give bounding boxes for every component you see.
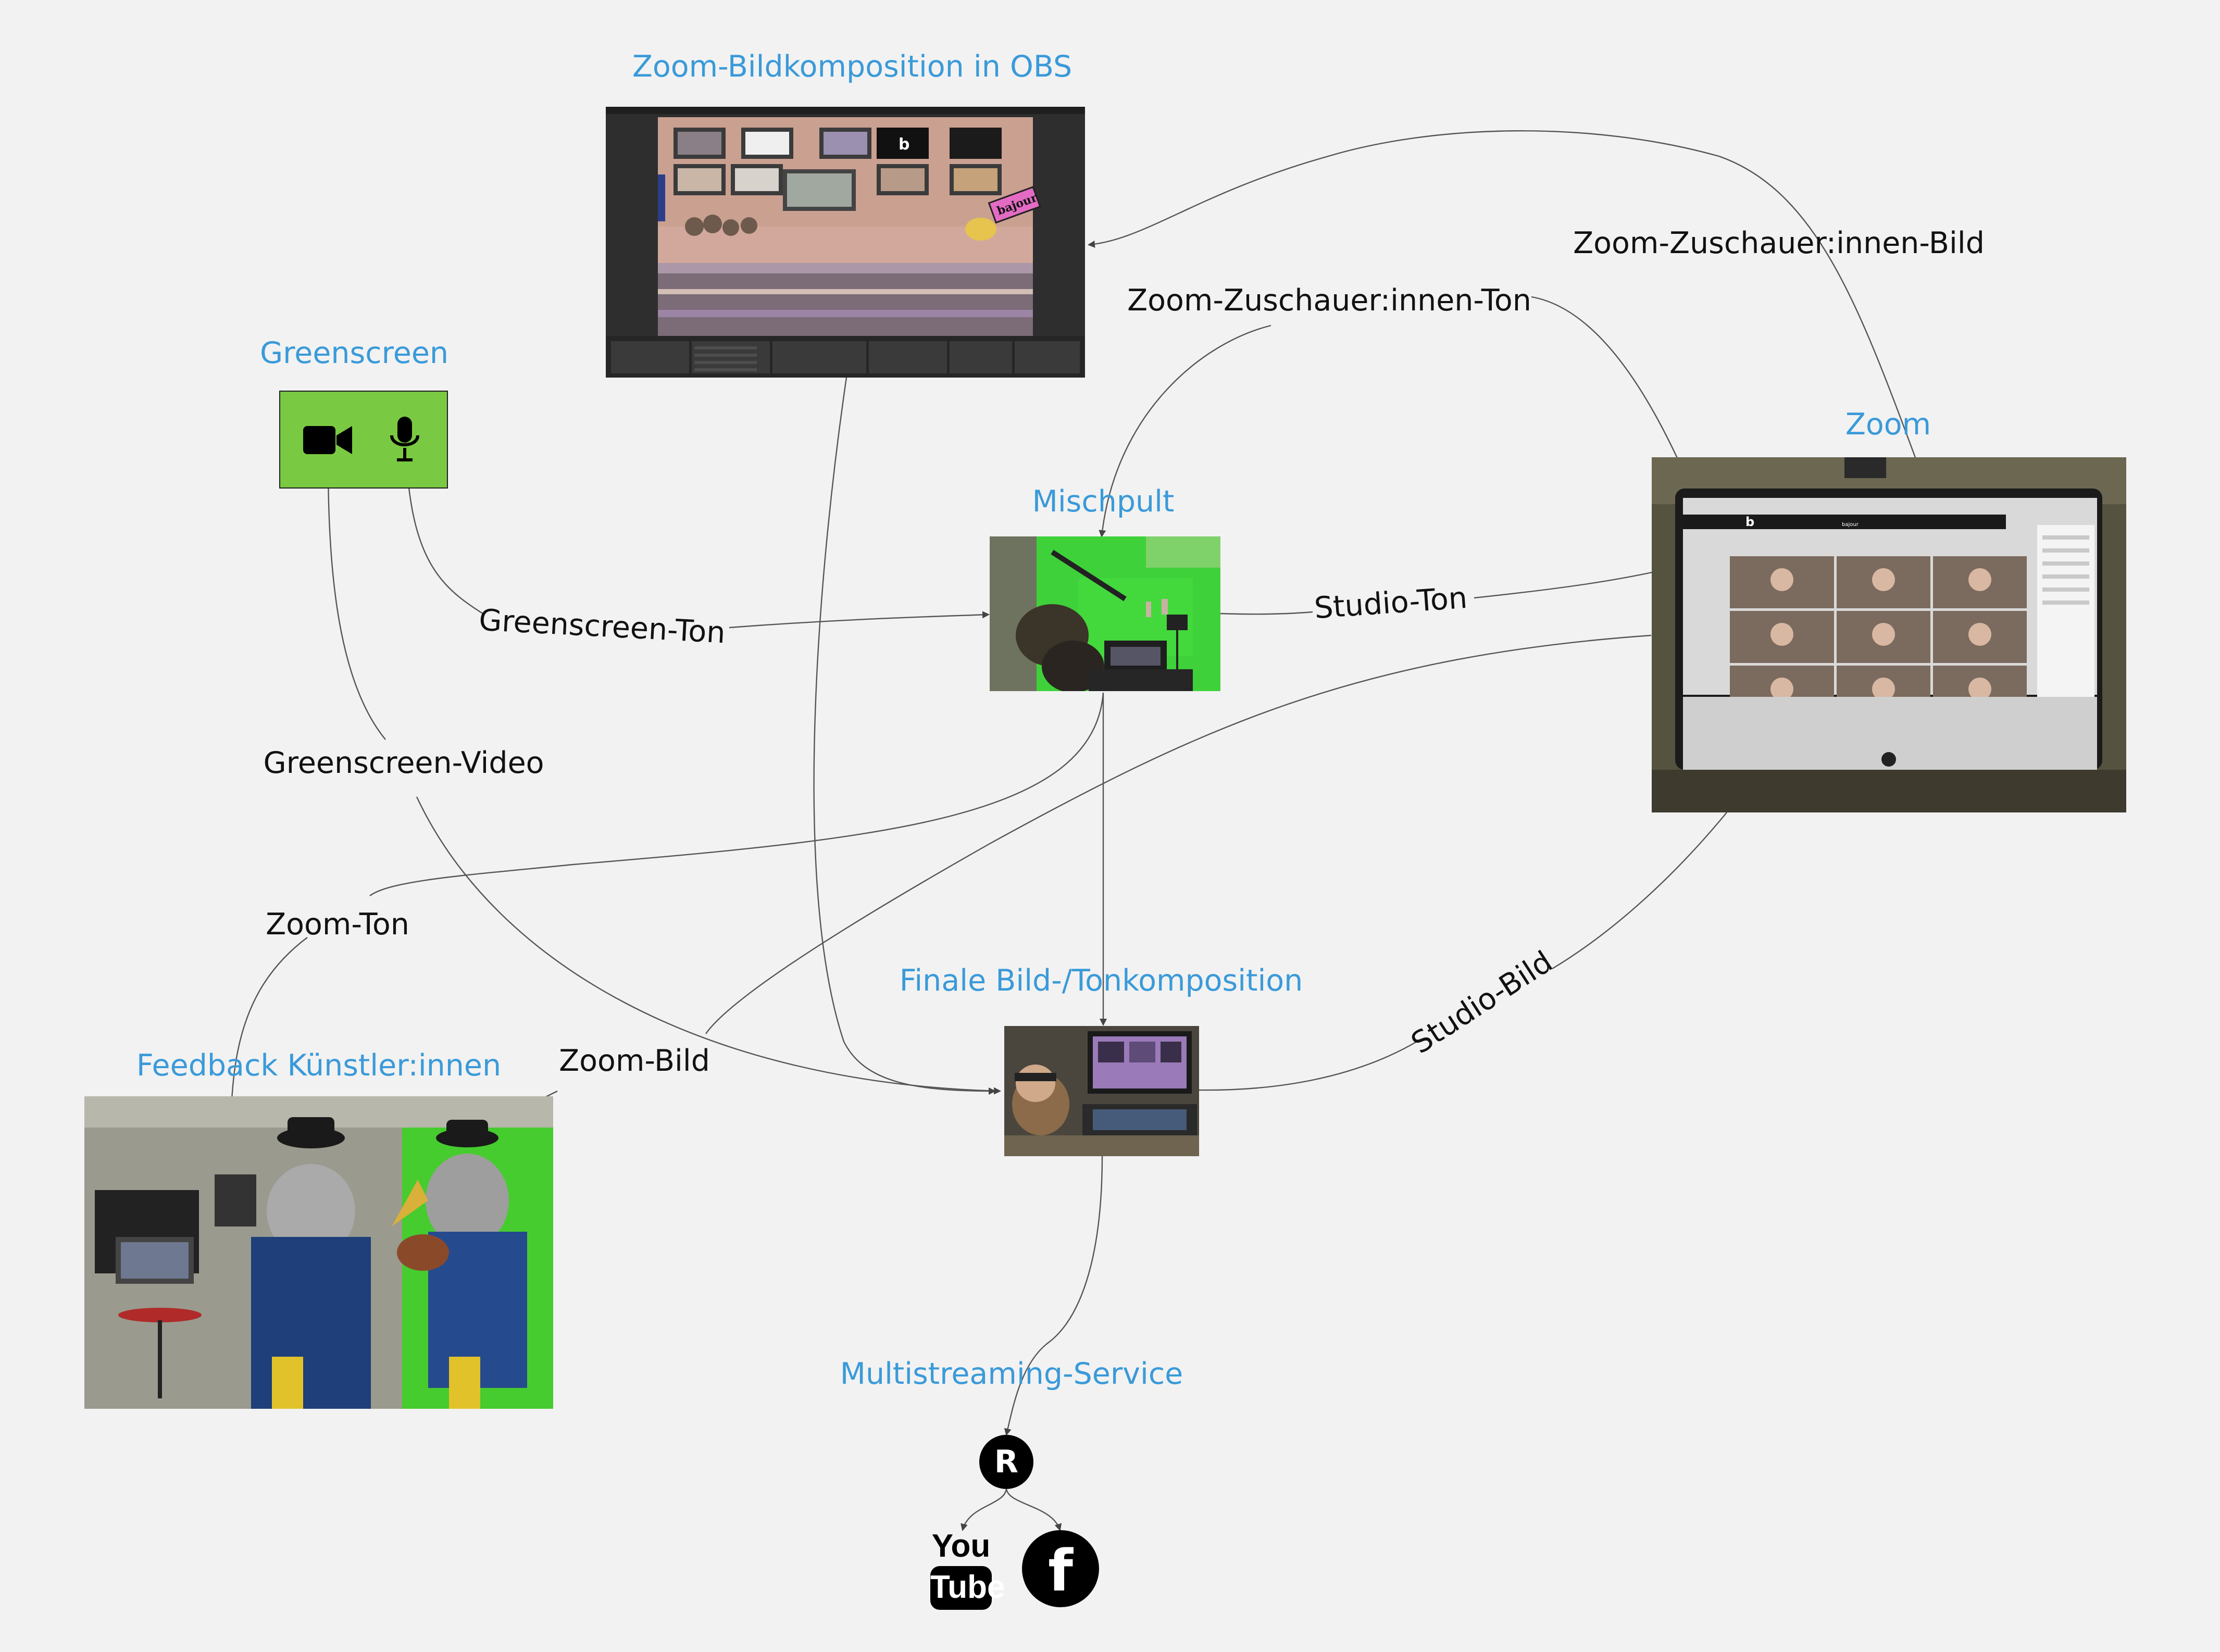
edge-greenscreen-ton xyxy=(405,455,989,629)
edge-zoom-zuschauer-bild xyxy=(1088,130,1928,490)
youtube-line2: Tube xyxy=(930,1569,1005,1605)
edge-label-zoom-ton: Zoom-Ton xyxy=(266,907,409,942)
edge-restream-to-youtube xyxy=(961,1488,1007,1531)
edge-obs-to-finale xyxy=(813,377,996,1095)
mischpult-photo xyxy=(990,536,1220,691)
mischpult-title: Mischpult xyxy=(1032,484,1175,519)
edge-greenscreen-video xyxy=(327,463,1000,1091)
zoom-photo: b bajour xyxy=(1652,457,2126,812)
facebook-letter: f xyxy=(1048,1537,1073,1604)
edge-label-zoom-zuschauer-bild: Zoom-Zuschauer:innen-Bild xyxy=(1573,226,1985,260)
finale-title: Finale Bild-/Tonkomposition xyxy=(899,963,1303,998)
edge-label-zoom-zuschauer-ton: Zoom-Zuschauer:innen-Ton xyxy=(1127,283,1531,318)
youtube-tube-box xyxy=(930,1566,992,1610)
feedback-photo xyxy=(84,1096,553,1409)
zoom-title: Zoom xyxy=(1845,407,1931,442)
edge-finale-to-multistream xyxy=(1004,1156,1103,1436)
feedback-title: Feedback Künstler:innen xyxy=(136,1048,502,1083)
obs-title: Zoom-Bildkomposition in OBS xyxy=(632,49,1072,84)
finale-photo xyxy=(1004,1026,1199,1156)
edge-zoom-zuschauer-ton xyxy=(1102,296,1725,573)
edge-restream-to-facebook xyxy=(1005,1488,1062,1531)
restream-logo: R xyxy=(979,1435,1033,1489)
multistream-title: Multistreaming-Service xyxy=(840,1357,1183,1391)
microphone-icon xyxy=(390,417,419,461)
edge-label-greenscreen-video: Greenscreen-Video xyxy=(263,746,544,780)
obs-logo-text: b xyxy=(899,135,909,154)
youtube-logo: You Tube xyxy=(927,1528,1005,1612)
edge-label-zoom-bild: Zoom-Bild xyxy=(559,1044,710,1078)
restream-letter: R xyxy=(994,1444,1019,1480)
edge-studio-bild xyxy=(1198,812,1727,1091)
video-camera-icon xyxy=(303,426,352,454)
greenscreen-title: Greenscreen xyxy=(259,336,449,370)
youtube-line1: You xyxy=(931,1528,991,1564)
zoom-app-text: bajour xyxy=(1842,522,1859,528)
edge-studio-ton xyxy=(1218,569,1662,615)
obs-screenshot: b bajour xyxy=(606,107,1085,378)
greenscreen-box xyxy=(279,391,448,489)
zoom-logo-text: b xyxy=(1745,515,1754,529)
facebook-logo: f xyxy=(1022,1530,1099,1607)
